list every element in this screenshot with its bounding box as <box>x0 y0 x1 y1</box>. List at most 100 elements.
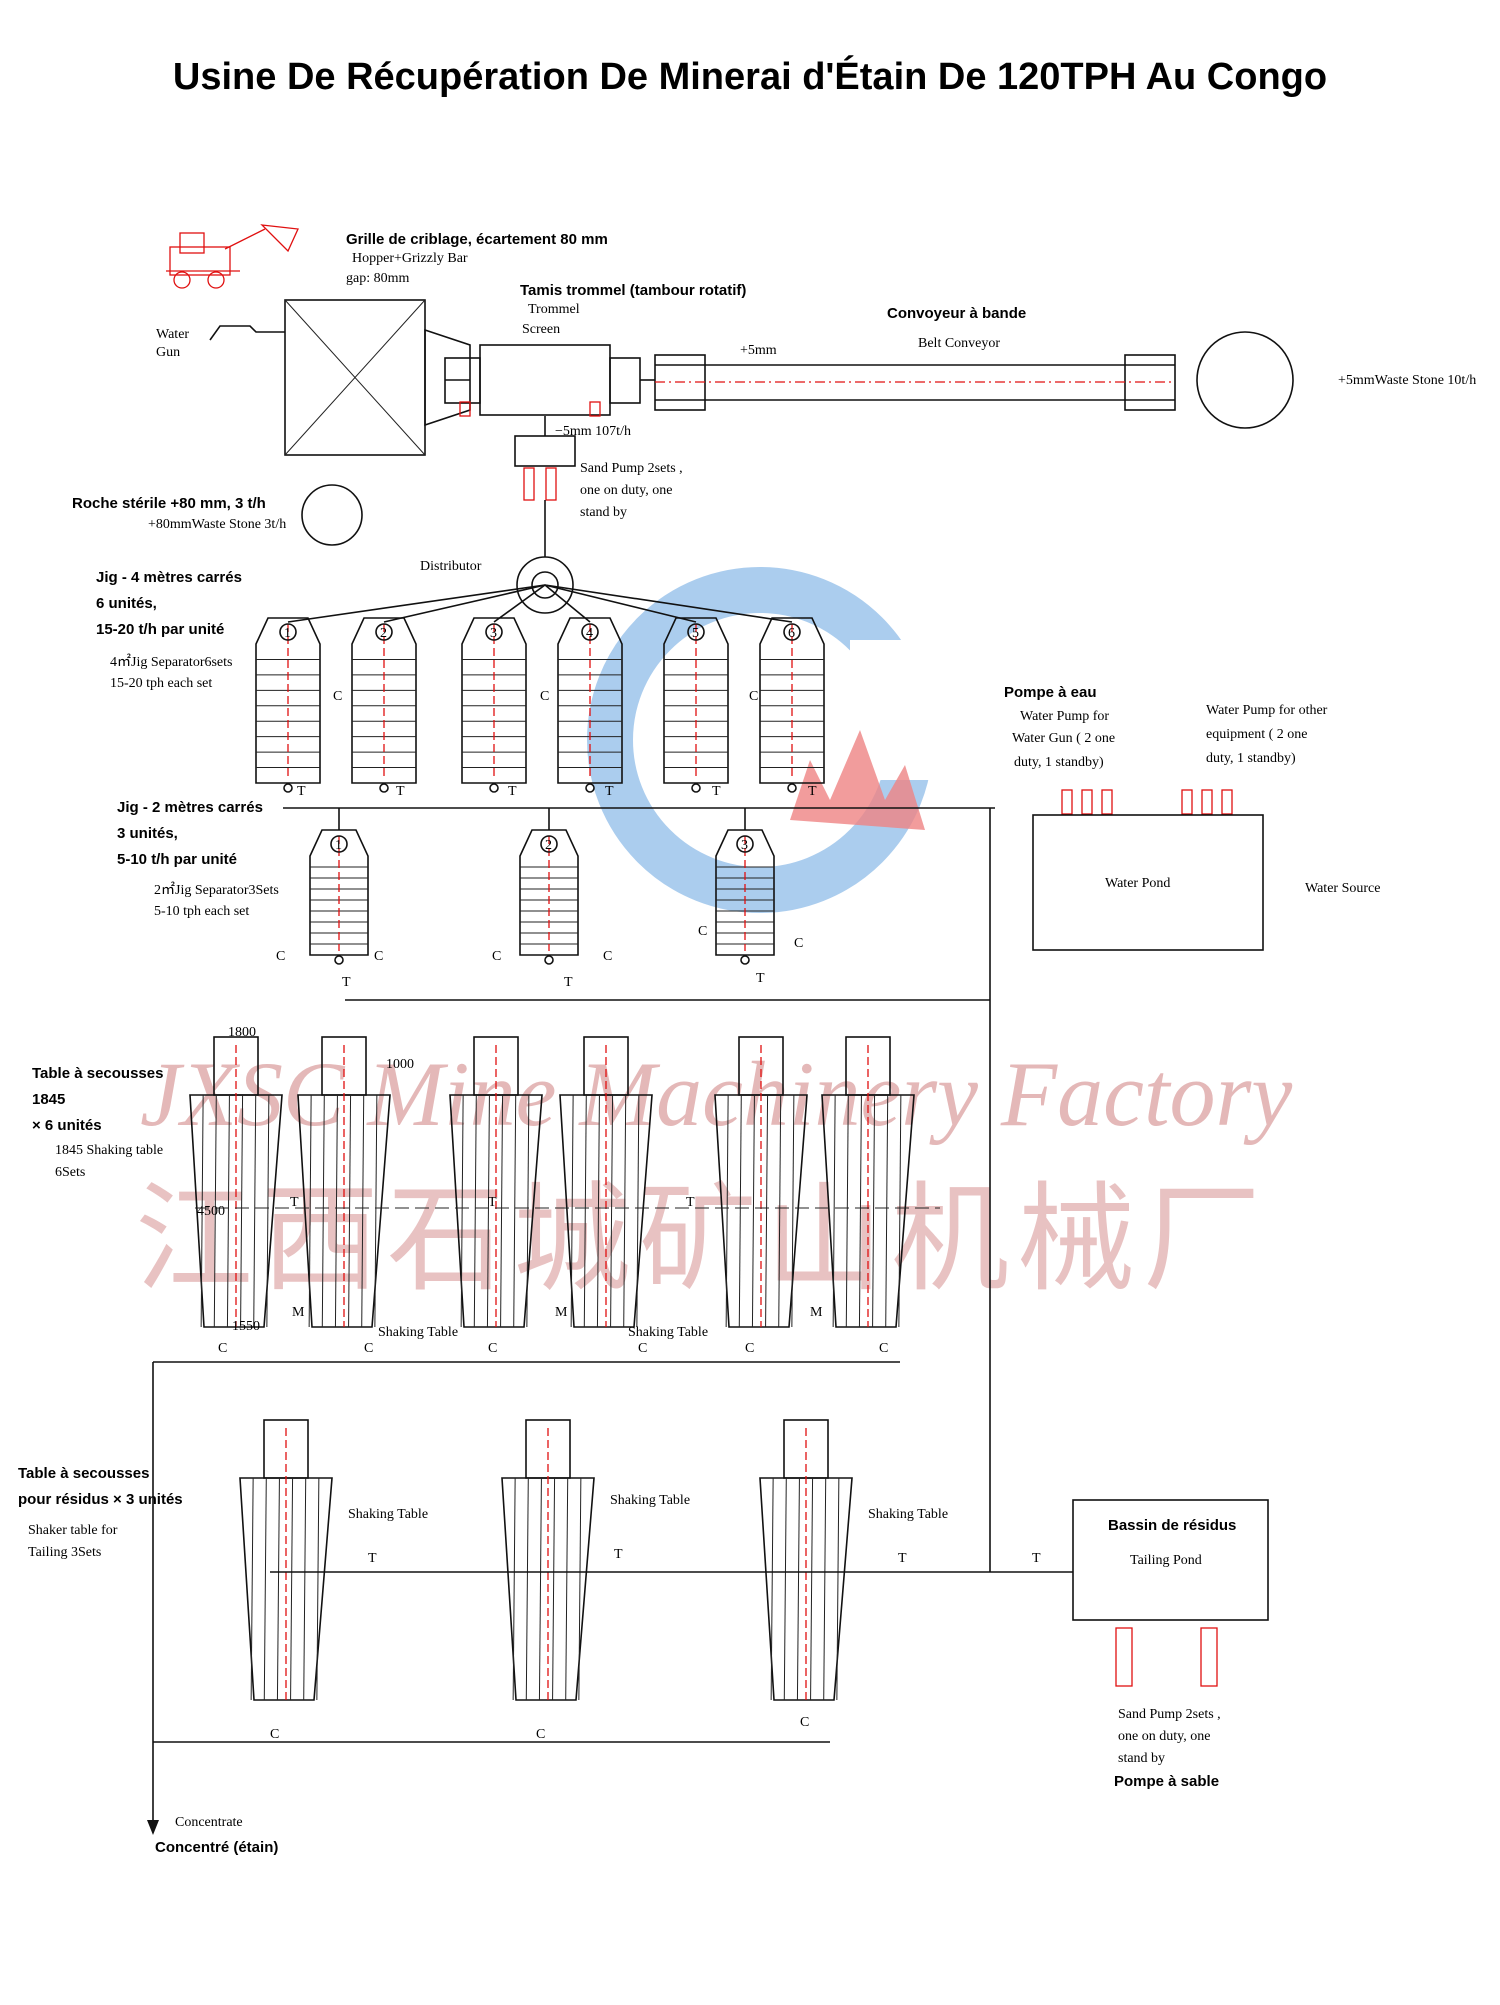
sand-pump-top-l3: stand by <box>580 505 627 520</box>
flow-mark-c: C <box>488 1341 497 1356</box>
sand-pump-bottom <box>1115 1627 1218 1687</box>
jig-body <box>351 617 417 784</box>
jig-number-badge <box>540 835 558 853</box>
shaking-riffle <box>725 1094 729 1328</box>
jig4-unit-5: 5 <box>663 617 729 793</box>
flow-mark-t: T <box>396 784 405 799</box>
shaking-riffle <box>308 1094 312 1328</box>
hopper-grizzly <box>284 299 471 456</box>
shaking-label-en1: 1845 Shaking table <box>55 1143 163 1158</box>
hopper-gap-label: gap: 80mm <box>346 271 409 286</box>
jig2-unit-3: 3 <box>715 829 775 965</box>
jig2-label-fr3: 5-10 t/h par unité <box>117 851 237 868</box>
shaking-table-5 <box>714 1036 808 1328</box>
water-pump-label-en1: Water Pump for <box>1020 709 1109 724</box>
distributor-label: Distributor <box>420 559 482 574</box>
shaking-riffle <box>500 1094 504 1328</box>
flow-mark-c: C <box>603 949 612 964</box>
distributor-feed-line <box>493 584 546 623</box>
flow-mark-c: C <box>794 936 803 951</box>
jig-body <box>557 617 623 784</box>
tailing-shaking-table-1 <box>239 1419 333 1701</box>
flow-mark-t: T <box>564 975 573 990</box>
jig-number: 1 <box>284 626 291 641</box>
water-pumps <box>1061 789 1233 815</box>
jig-number: 5 <box>692 626 699 641</box>
jig-outlet <box>787 783 797 793</box>
jig-outlet <box>585 783 595 793</box>
water-pump-other-l3: duty, 1 standby) <box>1206 751 1296 766</box>
flow-mark-c: C <box>364 1341 373 1356</box>
concentrate-label-fr: Concentré (étain) <box>155 1839 278 1856</box>
jig4-unit-3: 3 <box>461 617 527 793</box>
jig-body <box>759 617 825 784</box>
shaking-riffle <box>583 1094 587 1328</box>
dimension-label: 1800 <box>228 1025 256 1040</box>
shaking-riffle <box>858 1094 862 1328</box>
shaking-deck <box>714 1094 808 1328</box>
distributor-feed-line <box>544 584 591 623</box>
concentrate-label-en: Concentrate <box>175 1815 243 1830</box>
jig-number-badge <box>279 623 297 641</box>
water-pump-other-l2: equipment ( 2 one <box>1206 727 1307 742</box>
flow-mark-t: T <box>508 784 517 799</box>
shaking-riffle <box>783 1477 787 1701</box>
jig-number: 3 <box>741 838 748 853</box>
jig2-unit-1: 1 <box>309 829 369 965</box>
shaking-riffle <box>738 1094 742 1328</box>
tailing-pond-box <box>1072 1499 1269 1621</box>
jig-number: 3 <box>490 626 497 641</box>
loader-icon <box>166 224 299 289</box>
flow-mark-t: T <box>898 1551 907 1566</box>
sand-pump-top <box>514 435 576 501</box>
shaking-riffle <box>778 1094 782 1328</box>
flow-mark-c: C <box>276 949 285 964</box>
jig-number: 2 <box>380 626 387 641</box>
shaking-label-en2: 6Sets <box>55 1165 85 1180</box>
shaking-table-label: Shaking Table <box>628 1325 708 1340</box>
shaking-riffle <box>361 1094 365 1328</box>
shaking-riffle <box>791 1094 795 1328</box>
jig-number: 2 <box>545 838 552 853</box>
water-gun-icon <box>209 325 285 341</box>
tailing-tables-label-fr1: Table à secousses <box>18 1465 149 1482</box>
jig4-label-en2: 15-20 tph each set <box>110 676 212 691</box>
jig-number-badge <box>581 623 599 641</box>
jig-number: 4 <box>586 626 593 641</box>
jig-number-badge <box>736 835 754 853</box>
shaking-deck <box>559 1094 653 1328</box>
shaking-table-3 <box>449 1036 543 1328</box>
jig-outlet <box>489 783 499 793</box>
shaking-riffle <box>473 1094 477 1328</box>
trommel-screen <box>444 344 641 417</box>
shaking-label-fr2: 1845 <box>32 1091 65 1108</box>
water-gun-label-2: Gun <box>156 345 180 360</box>
shaking-riffle <box>253 1094 257 1328</box>
jig-number-badge <box>485 623 503 641</box>
jig4-label-fr3: 15-20 t/h par unité <box>96 621 224 638</box>
sand-pump-bottom-l2: one on duty, one <box>1118 1729 1210 1744</box>
jig4-unit-1: 1 <box>255 617 321 793</box>
tailing-shaking-table-3 <box>759 1419 853 1701</box>
conveyor-label-en: Belt Conveyor <box>918 336 1000 351</box>
water-source-label: Water Source <box>1305 881 1380 896</box>
jig-number-badge <box>687 623 705 641</box>
shaking-riffle <box>513 1094 517 1328</box>
tailing-shaking-label: Shaking Table <box>610 1493 690 1508</box>
jig4-unit-4: 4 <box>557 617 623 793</box>
shaking-riffle <box>610 1094 614 1328</box>
shaking-table-1 <box>189 1036 283 1328</box>
flow-lines <box>147 379 1073 1835</box>
flow-mark-t: T <box>712 784 721 799</box>
shaking-deck <box>821 1094 915 1328</box>
shaking-riffle <box>276 1477 280 1701</box>
mark-m: M <box>555 1305 568 1320</box>
flow-mark-t: T <box>808 784 817 799</box>
shaking-deck <box>449 1094 543 1328</box>
distributor-feed-line <box>544 584 697 623</box>
hopper-label-fr: Grille de criblage, écartement 80 mm <box>346 231 608 248</box>
shaking-riffle <box>872 1094 876 1328</box>
flow-mark-c: C <box>749 689 758 704</box>
flow-mark-c: C <box>638 1341 647 1356</box>
